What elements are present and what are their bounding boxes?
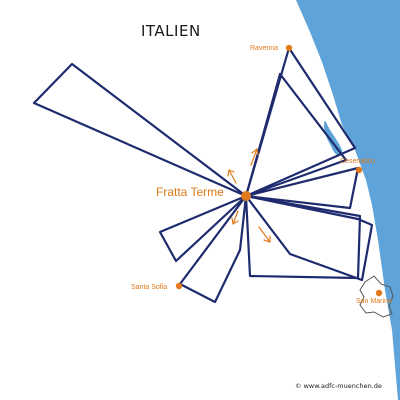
hub-marker bbox=[241, 191, 251, 201]
town-marker bbox=[175, 282, 183, 290]
town-ravenna: Ravenna bbox=[250, 44, 293, 52]
copyright-credit: © www.adfc-muenchen.de bbox=[295, 382, 382, 390]
arrow-north bbox=[250, 148, 259, 166]
town-marker bbox=[375, 289, 383, 297]
route-loop-south-west bbox=[158, 194, 248, 263]
direction-arrows bbox=[227, 148, 271, 243]
route-loop-san-marino bbox=[244, 194, 374, 282]
route-loop-santa-sofia bbox=[178, 194, 248, 304]
arrow-north-west bbox=[227, 169, 237, 184]
route-loop-west bbox=[32, 62, 248, 198]
town-label: San Marino bbox=[356, 298, 392, 305]
adriatic-sea bbox=[296, 0, 400, 400]
town-label: Ravenna bbox=[250, 45, 278, 52]
arrow-south-west bbox=[231, 210, 239, 225]
route-loop-cesenatico bbox=[244, 166, 360, 210]
town-label: Cesenatico bbox=[340, 158, 375, 165]
route-loop-north-east bbox=[244, 72, 348, 198]
town-marker bbox=[285, 44, 293, 52]
town-santa-sofia: Santa Sofia bbox=[131, 282, 183, 291]
country-label: ITALIEN bbox=[141, 22, 201, 40]
route-loops bbox=[32, 46, 374, 304]
arrow-south-east bbox=[258, 226, 271, 243]
town-marker bbox=[355, 166, 363, 174]
san-marino-border bbox=[359, 275, 394, 318]
town-label: Santa Sofia bbox=[131, 284, 167, 291]
hub-label: Fratta Terme bbox=[156, 185, 224, 199]
route-loop-east bbox=[244, 194, 362, 280]
town-san-marino: San Marino bbox=[356, 289, 392, 305]
lagoon bbox=[324, 121, 343, 156]
town-cesenatico: Cesenatico bbox=[340, 158, 375, 174]
